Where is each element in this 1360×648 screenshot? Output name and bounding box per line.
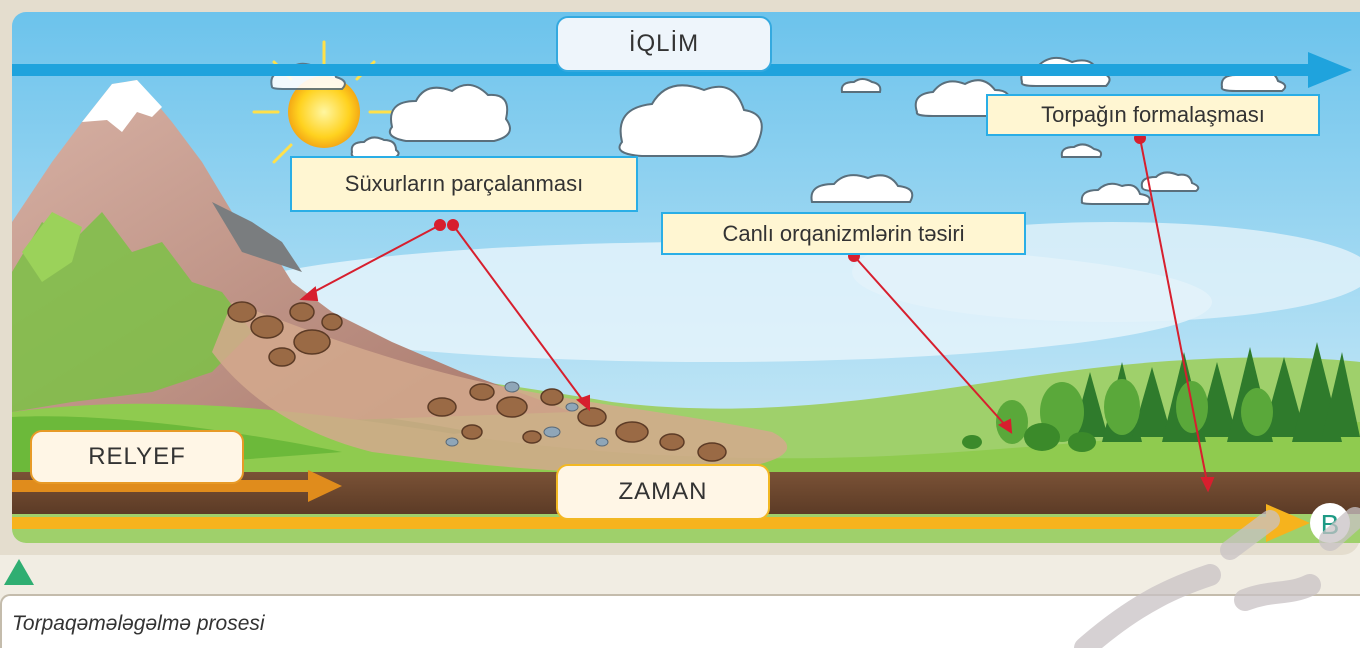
label-soil-formation-text: Torpağın formalaşması bbox=[1041, 102, 1265, 127]
label-rock-breakdown-text: Süxurların parçalanması bbox=[344, 171, 584, 196]
climate-label: İQLİM bbox=[628, 30, 700, 57]
label-rock-breakdown: Süxurların parçalanması bbox=[290, 156, 638, 212]
soil-horizon-letter: B bbox=[1320, 509, 1340, 540]
relief-tab: RELYEF bbox=[30, 430, 244, 484]
label-living-organisms-text: Canlı orqanizmlərin təsiri bbox=[722, 220, 965, 246]
label-living-organisms: Canlı orqanizmlərin təsiri bbox=[661, 212, 1026, 255]
caption-box: Torpaqəmələgəlmə prosesi bbox=[0, 594, 1360, 648]
label-soil-formation: Torpağın formalaşması bbox=[986, 94, 1320, 136]
climate-tab: İQLİM bbox=[556, 16, 772, 72]
time-tab: ZAMAN bbox=[556, 464, 770, 520]
time-label: ZAMAN bbox=[618, 478, 708, 505]
relief-label: RELYEF bbox=[88, 443, 186, 470]
pointer-lines bbox=[299, 132, 1215, 493]
triangle-marker-icon bbox=[4, 559, 34, 585]
forest bbox=[962, 342, 1360, 452]
rock-debris bbox=[227, 301, 727, 462]
mountain bbox=[12, 80, 572, 432]
figure-caption: Torpaqəmələgəlmə prosesi bbox=[12, 612, 265, 635]
